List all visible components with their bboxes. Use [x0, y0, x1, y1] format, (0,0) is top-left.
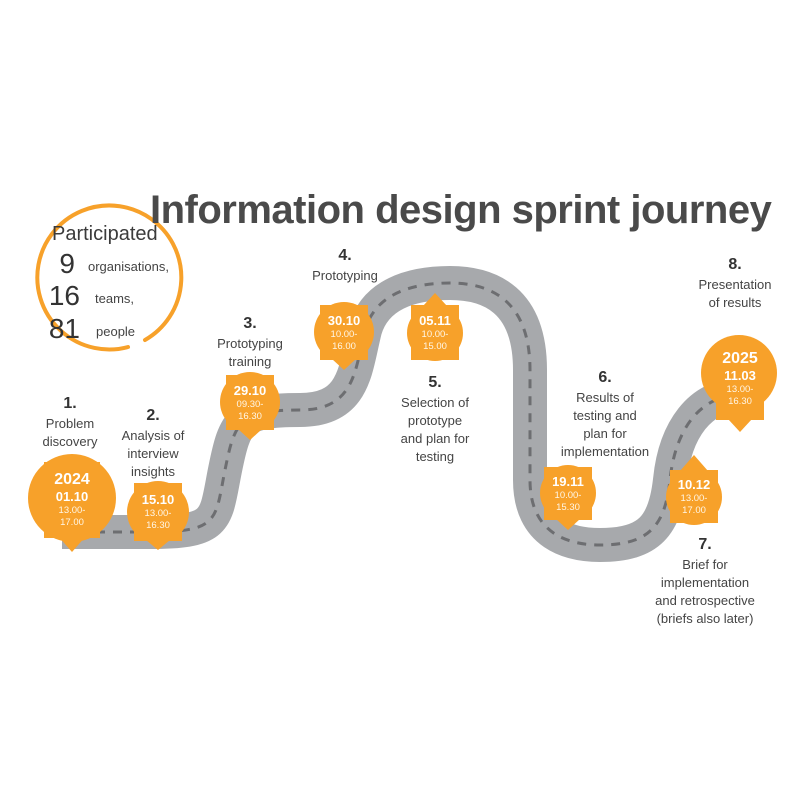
badge-shape-4: [314, 302, 374, 370]
people-count: 81: [48, 313, 80, 344]
date-badge-7: 10.12 13.00- 17.00: [664, 477, 724, 517]
step-number: 6.: [598, 369, 612, 386]
organisations-label: organisations,: [88, 259, 169, 274]
badge-time: 09.30- 16.30: [236, 399, 264, 422]
step-label: Selection of prototype and plan for test…: [400, 395, 470, 464]
badge-shape-7: [666, 455, 722, 525]
badge-time: 10.00- 15.30: [554, 490, 582, 513]
step-1: 1. Problem discovery: [20, 393, 120, 451]
organisations-count: 9: [59, 248, 75, 279]
date-badge-8: 2025 11.03 13.00- 16.30: [700, 349, 780, 408]
road-center-dashes: [62, 281, 741, 547]
badge-time: 13.00- 16.30: [726, 384, 754, 407]
badge-time: 13.00- 17.00: [58, 505, 86, 528]
badge-time: 10.00- 16.00: [330, 329, 358, 352]
date-badge-5: 05.11 10.00- 15.00: [405, 313, 465, 353]
badge-date: 30.10: [327, 313, 361, 328]
date-badge-4: 30.10 10.00- 16.00: [314, 313, 374, 353]
teams-label: teams,: [95, 291, 135, 306]
badge-time: 13.00- 16.30: [144, 508, 172, 531]
badge-shape-8: [701, 335, 777, 432]
step-number: 4.: [338, 247, 352, 264]
step-5: 5. Selection of prototype and plan for t…: [385, 372, 485, 466]
step-label: Prototyping: [312, 268, 378, 283]
participation-ring: [35, 203, 184, 352]
page-title: Information design sprint journey: [150, 188, 772, 232]
step-number: 1.: [63, 395, 77, 412]
badge-date: 29.10: [233, 383, 267, 398]
participation-heading: Participated: [52, 223, 158, 245]
step-7: 7. Brief for implementation and retrospe…: [640, 534, 770, 628]
badge-shape-3: [220, 372, 280, 440]
step-label: Results of testing and plan for implemen…: [560, 390, 650, 459]
step-label: Brief for implementation and retrospecti…: [655, 557, 755, 626]
badge-year: 2025: [722, 350, 758, 367]
step-label: Analysis of interview insights: [121, 428, 185, 479]
badge-date: 15.10: [141, 492, 175, 507]
badge-shape-1: [28, 454, 116, 552]
step-label: Prototyping training: [217, 336, 283, 369]
badge-date: 19.11: [552, 474, 584, 489]
step-label: Presentation of results: [698, 277, 772, 310]
badge-time: 10.00- 15.00: [421, 329, 449, 352]
teams-count: 16: [48, 280, 80, 311]
step-4: 4. Prototyping: [295, 245, 395, 285]
step-3: 3. Prototyping training: [200, 313, 300, 371]
date-badge-6: 19.11 10.00- 15.30: [538, 474, 598, 514]
badge-year: 2024: [54, 471, 90, 488]
step-number: 7.: [698, 536, 712, 553]
badge-date: 05.11: [419, 313, 451, 328]
badge-time: 13.00- 17.00: [680, 493, 708, 516]
date-badge-3: 29.10 09.30- 16.30: [220, 383, 280, 423]
step-number: 5.: [428, 374, 442, 391]
step-number: 3.: [243, 315, 257, 332]
badge-shape-5: [407, 293, 463, 361]
date-badge-2: 15.10 13.00- 16.30: [128, 492, 188, 532]
step-2: 2. Analysis of interview insights: [103, 405, 203, 481]
step-number: 2.: [146, 407, 160, 424]
step-8: 8. Presentation of results: [680, 254, 790, 312]
step-6: 6. Results of testing and plan for imple…: [545, 367, 665, 461]
badge-date: 10.12: [677, 477, 711, 492]
badge-shape-6: [540, 465, 596, 530]
date-badge-1: 2024 01.10 13.00- 17.00: [32, 470, 112, 529]
step-label: Problem discovery: [42, 416, 98, 449]
badge-date: 01.10: [55, 489, 89, 504]
badge-date: 11.03: [724, 368, 756, 383]
badge-shape-2: [127, 481, 189, 550]
step-number: 8.: [728, 256, 742, 273]
people-label: people: [96, 324, 136, 339]
